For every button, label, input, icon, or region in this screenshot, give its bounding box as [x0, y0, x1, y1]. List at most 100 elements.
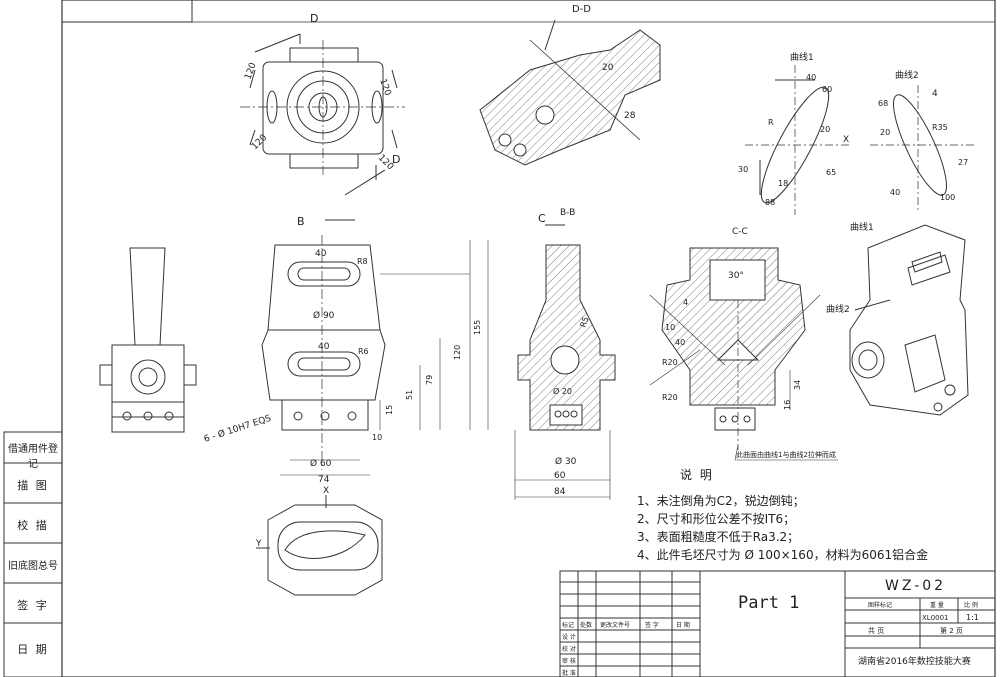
sketch-dim: R35: [932, 123, 948, 132]
view-front: [261, 219, 489, 476]
role-label: 审 核: [562, 657, 576, 665]
tb-head-label: 重 量: [930, 601, 944, 609]
sketch-dim: 100: [940, 193, 955, 202]
front-dim: 40: [315, 249, 327, 259]
side-label: 描 图: [17, 479, 49, 492]
section-b-letter: B: [297, 215, 305, 228]
view-y-label: Y: [255, 539, 262, 549]
angle-dim: 120: [377, 78, 392, 98]
view-cc-section: [649, 247, 821, 450]
title-block: [559, 570, 996, 677]
view-left-side: [99, 247, 197, 433]
sketch-dim: 40: [806, 73, 816, 82]
dd-dim: 20: [602, 63, 614, 73]
sketch-dim: 20: [880, 128, 890, 137]
role-label: 校 对: [562, 645, 576, 653]
front-dim: Ø 60: [310, 458, 332, 469]
sketch-dim: 27: [958, 158, 968, 167]
note-item: 3、表面粗糙度不低于Ra3.2；: [637, 530, 800, 544]
bb-dim: Ø 20: [553, 386, 572, 396]
angle-dim: 120: [243, 61, 258, 81]
note-item: 1、未注倒角为C2，锐边倒钝；: [637, 494, 805, 508]
sketch-dim: R: [768, 118, 774, 127]
front-dim: 10: [372, 433, 382, 442]
tb-sheet-total: 共 页: [868, 626, 884, 635]
view-top-left: [240, 33, 405, 196]
sketch-dim: 65: [826, 168, 836, 177]
cc-dim: 30°: [728, 271, 744, 281]
drawing-number: WZ-02: [885, 578, 946, 594]
sketch-dim: 40: [890, 188, 900, 197]
view-cc-title: C-C: [732, 227, 748, 237]
sketch-dim: 30: [738, 165, 748, 174]
tb-head-label: 图样标记: [868, 601, 892, 609]
side-label: 借通用件登记: [8, 444, 58, 470]
notes-title: 说 明: [680, 468, 714, 482]
sketch-dim: 4: [932, 89, 938, 99]
front-dim: 40: [318, 342, 330, 352]
note-item: 2、尺寸和形位公差不按IT6；: [637, 512, 796, 526]
sketch-dim: 88: [765, 198, 775, 207]
outer-border: [61, 0, 996, 677]
note-item: 4、此件毛坯尺寸为 Ø 100×160，材料为6061铝合金: [637, 548, 929, 562]
sketch-dim: 18: [778, 179, 788, 188]
sketch-dim: 68: [878, 99, 888, 108]
front-dim: R6: [358, 347, 369, 356]
view-dd-title: D-D: [572, 4, 591, 15]
front-dim: 51: [405, 390, 414, 400]
cc-dim: 10: [665, 323, 675, 332]
front-dim: Ø 90: [313, 310, 335, 321]
cc-dim: R20: [662, 393, 678, 402]
tb-scale: 1:1: [966, 613, 979, 622]
role-label: 批 准: [562, 669, 576, 677]
side-label: 旧底图总号: [8, 561, 58, 572]
axis-x-label: X: [843, 135, 849, 145]
front-dim: 120: [453, 345, 462, 360]
front-dim: 79: [425, 375, 434, 385]
curve-sketches: [745, 65, 975, 215]
dd-dim: 28: [624, 111, 636, 121]
rev-header: 签 字: [645, 621, 659, 629]
side-panel: [3, 431, 63, 677]
curve1-label: 曲线1: [790, 51, 814, 63]
curve2-label: 曲线2: [895, 69, 919, 81]
role-label: 设 计: [562, 633, 576, 641]
tb-head-label: 比 例: [964, 601, 978, 609]
cc-leader: [734, 444, 739, 461]
front-dim: R8: [357, 257, 368, 266]
cc-dim: 40: [675, 338, 685, 347]
side-label: 日 期: [17, 643, 49, 656]
view-isometric: [849, 224, 969, 416]
sketch-dim: 60: [822, 85, 832, 94]
hole-callout: 6 - Ø 10H7 EQS: [203, 413, 273, 445]
iso-curve2-label: 曲线2: [826, 303, 850, 315]
bb-dim: 60: [554, 471, 566, 481]
sketch-dim: 20: [820, 125, 830, 134]
side-label: 校 描: [17, 519, 49, 532]
view-bottom: [256, 495, 383, 596]
front-dim: 15: [385, 405, 394, 415]
view-bb-title: B-B: [560, 208, 575, 218]
bb-dim: R5: [578, 316, 590, 329]
iso-curve1-label: 曲线1: [850, 221, 874, 233]
front-dim: 74: [318, 475, 330, 485]
rev-header: 日 期: [676, 621, 690, 629]
front-dim: 155: [473, 320, 482, 335]
corner-box: [61, 0, 193, 23]
rev-header: 更改文件号: [600, 621, 630, 629]
tb-company: 湖南省2016年数控技能大赛: [858, 655, 971, 667]
cc-dim: 16: [783, 400, 792, 410]
section-c-letter: C: [538, 212, 546, 225]
cc-dim: 4: [683, 298, 688, 307]
view-x-label: X: [323, 486, 329, 496]
view-d-letter: D: [310, 12, 318, 25]
view-dd-section: [479, 19, 661, 166]
side-label: 签 字: [17, 599, 49, 612]
tb-sheet-no: 第 2 页: [940, 626, 963, 635]
rev-header: 标记: [562, 621, 574, 629]
bb-dim: 84: [554, 487, 566, 497]
bb-dim: Ø 30: [555, 456, 577, 467]
tb-code: XL0001: [922, 614, 949, 622]
cc-dim: 34: [793, 380, 802, 390]
